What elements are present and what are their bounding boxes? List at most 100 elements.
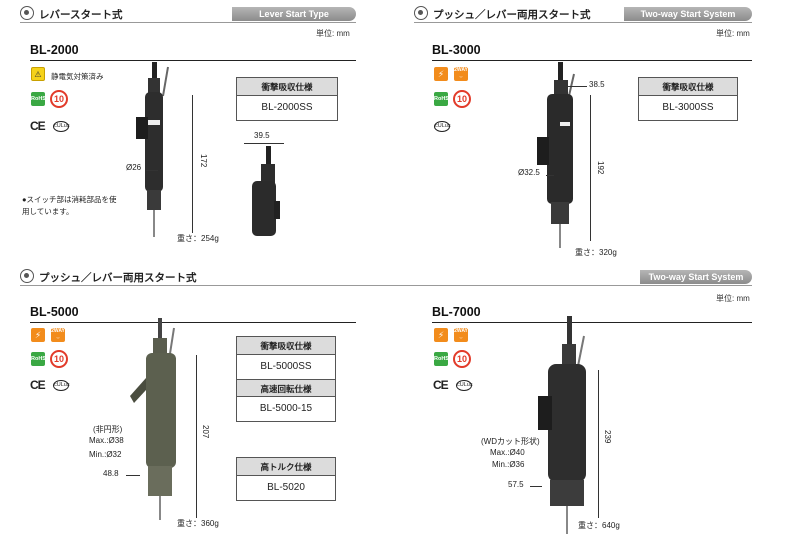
- rohs-icon: RoHS: [31, 352, 46, 366]
- spec-header: 高速回転仕様: [237, 379, 335, 397]
- esd-warning-icon: ⚠: [31, 67, 45, 81]
- spec-value: BL-5000SS: [260, 361, 312, 372]
- two-way-icon: 2WAY⇔: [454, 67, 468, 81]
- spec-header: 衝撃吸収仕様: [237, 78, 337, 96]
- ce-mark-icon: CE: [30, 119, 46, 133]
- two-way-icon: 2WAY⇔: [454, 328, 468, 342]
- bl7000-width-line: [530, 486, 542, 487]
- bl7000-tool-image: [538, 316, 586, 534]
- section-divider: [20, 22, 356, 23]
- switch-note-line2: 用しています。: [22, 207, 74, 216]
- lightning-icon: ⚡: [31, 328, 45, 342]
- bl2000-side-image: [252, 146, 280, 236]
- spec-header: 衝撃吸収仕様: [639, 78, 737, 96]
- bl3000-tool-image: [537, 62, 575, 248]
- bl2000-diameter: Ø26: [126, 163, 142, 172]
- model-underline: [30, 322, 356, 323]
- bl5000-weight: 重さ：360g: [177, 519, 219, 528]
- spec-box-bl5000-torque: 高トルク仕様 BL-5020: [236, 457, 336, 501]
- ten-year-icon: 10: [50, 350, 68, 368]
- model-title-bl2000: BL-2000: [30, 43, 79, 57]
- ul-mark-icon: cULus: [53, 380, 70, 391]
- spec-header: 衝撃吸収仕様: [237, 337, 335, 355]
- lightning-icon: ⚡: [434, 328, 448, 342]
- unit-label: 単位: mm: [716, 29, 750, 38]
- section-tag: Two-way Start System: [624, 7, 752, 21]
- section-bullet-icon: [414, 6, 428, 20]
- bl5000-width: 48.8: [103, 469, 119, 478]
- two-way-icon: 2WAY⇔: [51, 328, 65, 342]
- ce-mark-icon: CE: [433, 378, 449, 392]
- unit-label: 単位: mm: [716, 294, 750, 303]
- bl5000-length: 207: [201, 425, 210, 439]
- spec-box-bl3000: 衝撃吸収仕様 BL-3000SS: [638, 77, 738, 121]
- bl7000-shape-note: (WDカット形状): [481, 437, 540, 446]
- bl2000-length-line: [192, 95, 193, 233]
- section-tag: Two-way Start System: [640, 270, 752, 284]
- spec-value: BL-3000SS: [662, 102, 714, 113]
- ten-year-icon: 10: [453, 350, 471, 368]
- switch-note-line1: ●スイッチ部は消耗部品を使: [22, 195, 117, 204]
- bl5000-length-line: [196, 355, 197, 518]
- model-underline: [30, 60, 356, 61]
- bl5000-width-line: [126, 475, 140, 476]
- unit-label: 単位: mm: [316, 29, 350, 38]
- switch-note: ●スイッチ部は消耗部品を使 用しています。: [22, 194, 117, 218]
- bl7000-max: Max.:Ø40: [490, 448, 525, 457]
- bl3000-length: 192: [596, 161, 605, 175]
- spec-box-bl5000-ss: 衝撃吸収仕様 BL-5000SS 高速回転仕様 BL-5000-15: [236, 336, 336, 422]
- section-bullet-icon: [20, 6, 34, 20]
- bl3000-diameter-line: [546, 175, 554, 176]
- ce-mark-icon: CE: [30, 378, 46, 392]
- bl7000-length: 239: [603, 430, 612, 444]
- bl2000-width: 39.5: [254, 131, 270, 140]
- model-title-bl7000: BL-7000: [432, 305, 481, 319]
- bl5000-tool-image: [130, 318, 176, 520]
- ul-mark-icon: cULus: [53, 121, 70, 132]
- section-divider: [20, 285, 752, 286]
- bl7000-length-line: [598, 370, 599, 518]
- spec-value: BL-5020: [267, 482, 305, 493]
- bl7000-width: 57.5: [508, 480, 524, 489]
- bl3000-length-line: [590, 95, 591, 241]
- rohs-icon: RoHS: [434, 352, 449, 366]
- bl3000-weight: 重さ：320g: [575, 248, 617, 257]
- section-bullet-icon: [20, 269, 34, 283]
- bl7000-weight: 重さ：640g: [578, 521, 620, 530]
- bl5000-min: Min.:Ø32: [89, 450, 122, 459]
- bl3000-width-line: [568, 86, 587, 87]
- section-tag: Lever Start Type: [232, 7, 356, 21]
- section-header-twoway-bottom: プッシュ／レバー両用スタート式 Two-way Start System: [20, 268, 752, 286]
- bl3000-diameter: Ø32.5: [518, 168, 540, 177]
- bl2000-width-line: [244, 143, 284, 144]
- bl7000-min: Min.:Ø36: [492, 460, 525, 469]
- ten-year-icon: 10: [50, 90, 68, 108]
- spec-value: BL-2000SS: [261, 102, 313, 113]
- bl2000-tool-image: [136, 62, 169, 237]
- bl2000-diameter-line: [146, 170, 158, 171]
- model-underline: [432, 60, 752, 61]
- section-header-lever: レバースタート式 Lever Start Type: [20, 5, 356, 23]
- rohs-icon: RoHS: [31, 92, 46, 106]
- rohs-icon: RoHS: [434, 92, 449, 106]
- ul-mark-icon: cULus: [456, 380, 473, 391]
- esd-label: 静電気対策済み: [51, 72, 104, 81]
- spec-header: 高トルク仕様: [237, 458, 335, 476]
- model-title-bl3000: BL-3000: [432, 43, 481, 57]
- section-header-twoway-top: プッシュ／レバー両用スタート式 Two-way Start System: [414, 5, 752, 23]
- lightning-icon: ⚡: [434, 67, 448, 81]
- bl3000-width: 38.5: [589, 80, 605, 89]
- section-title: プッシュ／レバー両用スタート式: [433, 9, 591, 21]
- section-divider: [414, 22, 752, 23]
- ten-year-icon: 10: [453, 90, 471, 108]
- bl2000-length: 172: [199, 154, 208, 168]
- section-title: レバースタート式: [39, 9, 123, 21]
- section-title: プッシュ／レバー両用スタート式: [39, 272, 197, 284]
- spec-value: BL-5000-15: [259, 403, 313, 414]
- bl5000-max: Max.:Ø38: [89, 436, 124, 445]
- model-title-bl5000: BL-5000: [30, 305, 79, 319]
- bl2000-weight: 重さ：254g: [177, 234, 219, 243]
- bl5000-shape-note: (非円形): [93, 425, 123, 434]
- spec-box-bl2000: 衝撃吸収仕様 BL-2000SS: [236, 77, 338, 121]
- ul-mark-icon: cULus: [434, 121, 451, 132]
